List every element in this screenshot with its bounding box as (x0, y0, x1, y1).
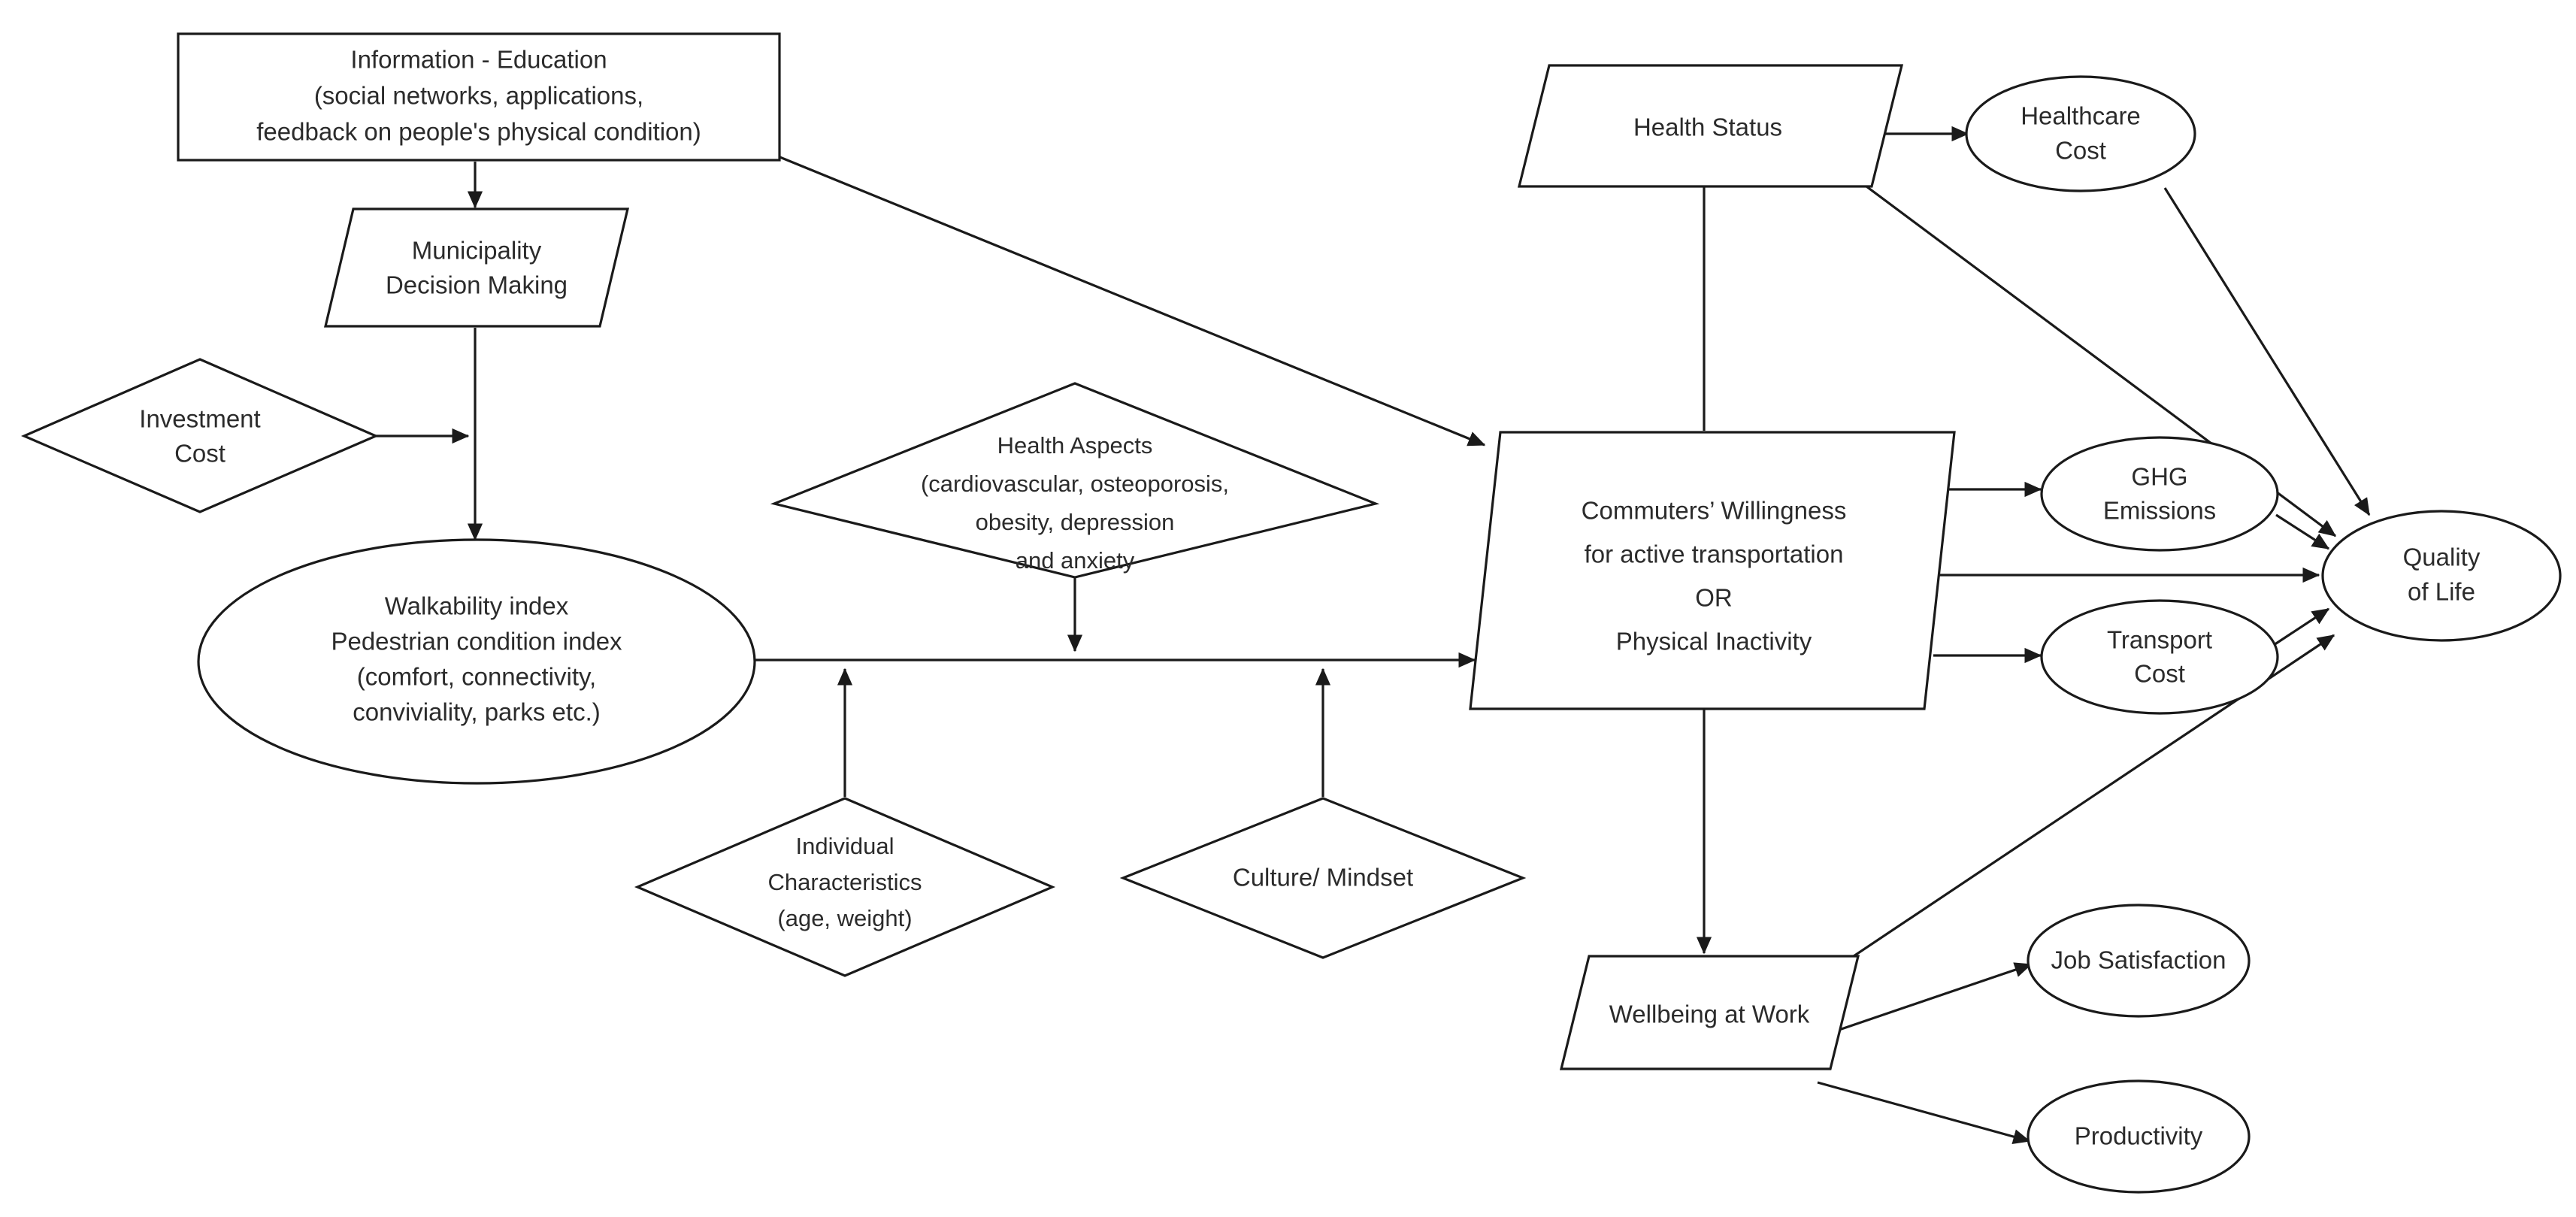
node-label-health-aspects-line1: Health Aspects (997, 432, 1153, 459)
node-transport-cost[interactable]: Transport Cost (2040, 599, 2279, 715)
node-label-individual-line3: (age, weight) (777, 905, 912, 931)
edge-transport-cost-to-quality-of-life (2273, 607, 2330, 646)
node-commuters-willingness[interactable]: Commuters’ Willingness for active transp… (1469, 431, 1956, 710)
node-culture-mindset[interactable]: Culture/ Mindset (1119, 797, 1527, 959)
node-wellbeing-at-work[interactable]: Wellbeing at Work (1559, 955, 1860, 1070)
node-label-health-aspects-line3: obesity, depression (976, 509, 1175, 535)
node-investment-cost[interactable]: Investment Cost (20, 358, 380, 513)
node-healthcare-cost[interactable]: Healthcare Cost (1965, 75, 2196, 192)
node-health-status[interactable]: Health Status (1517, 64, 1904, 188)
node-label-walkability-line1: Walkability index (385, 592, 569, 620)
node-productivity[interactable]: Productivity (2027, 1079, 2251, 1194)
node-label-healthcare-cost-line2: Cost (2055, 137, 2106, 165)
node-label-job-satisfaction: Job Satisfaction (2051, 946, 2226, 974)
node-label-health-aspects-line2: (cardiovascular, osteoporosis, (921, 471, 1229, 497)
node-information-education[interactable]: Information - Education (social networks… (177, 32, 781, 162)
node-individual-characteristics[interactable]: Individual Characteristics (age, weight) (634, 797, 1056, 977)
node-walkability-index[interactable]: Walkability index Pedestrian condition i… (197, 538, 756, 785)
edge-information-to-commuters (777, 155, 1486, 447)
node-label-transport-cost-line1: Transport (2107, 626, 2212, 654)
node-label-walkability-line3: (comfort, connectivity, (357, 663, 596, 691)
node-label-healthcare-cost-line1: Healthcare (2021, 102, 2141, 130)
node-label-information-education-line2: (social networks, applications, (314, 82, 643, 110)
node-label-information-education-line3: feedback on people's physical condition) (256, 118, 701, 146)
node-municipality-decision-making[interactable]: Municipality Decision Making (323, 207, 630, 328)
node-label-quality-of-life-line1: Quality (2403, 543, 2481, 571)
edge-healthcare-cost-to-quality-of-life (2163, 187, 2371, 516)
node-quality-of-life[interactable]: Quality of Life (2321, 510, 2562, 642)
node-label-individual-line2: Characteristics (768, 869, 922, 895)
node-label-walkability-line4: conviviality, parks etc.) (353, 698, 600, 726)
node-label-wellbeing-at-work: Wellbeing at Work (1609, 1001, 1810, 1028)
node-label-commuters-line4: Physical Inactivity (1616, 628, 1812, 655)
node-label-municipality-line2: Decision Making (386, 271, 568, 299)
node-label-health-aspects-line4: and anxiety (1016, 547, 1135, 574)
node-label-health-status: Health Status (1633, 114, 1782, 141)
node-label-productivity: Productivity (2075, 1122, 2203, 1150)
node-label-walkability-line2: Pedestrian condition index (331, 628, 622, 655)
node-label-municipality-line1: Municipality (412, 237, 542, 265)
edge-wellbeing-to-productivity (1817, 1081, 2031, 1144)
node-label-investment-cost-line1: Investment (139, 405, 260, 433)
node-job-satisfaction[interactable]: Job Satisfaction (2027, 904, 2251, 1018)
node-label-quality-of-life-line2: of Life (2408, 578, 2475, 606)
node-label-commuters-line3: OR (1695, 584, 1733, 612)
node-label-investment-cost-line2: Cost (174, 440, 226, 468)
node-label-commuters-line1: Commuters’ Willingness (1582, 497, 1847, 525)
node-label-culture-mindset: Culture/ Mindset (1233, 864, 1413, 892)
node-label-individual-line1: Individual (796, 833, 894, 859)
node-label-ghg-emissions-line1: GHG (2131, 463, 2187, 491)
edge-ghg-to-quality-of-life (2275, 513, 2330, 550)
node-health-aspects[interactable]: Health Aspects (cardiovascular, osteopor… (770, 382, 1380, 579)
node-label-ghg-emissions-line2: Emissions (2103, 497, 2216, 525)
node-label-information-education-line1: Information - Education (350, 46, 607, 74)
node-label-commuters-line2: for active transportation (1585, 540, 1844, 568)
node-label-transport-cost-line2: Cost (2134, 660, 2185, 688)
node-ghg-emissions[interactable]: GHG Emissions (2040, 436, 2279, 552)
edge-wellbeing-to-job-satisfaction (1827, 962, 2033, 1035)
